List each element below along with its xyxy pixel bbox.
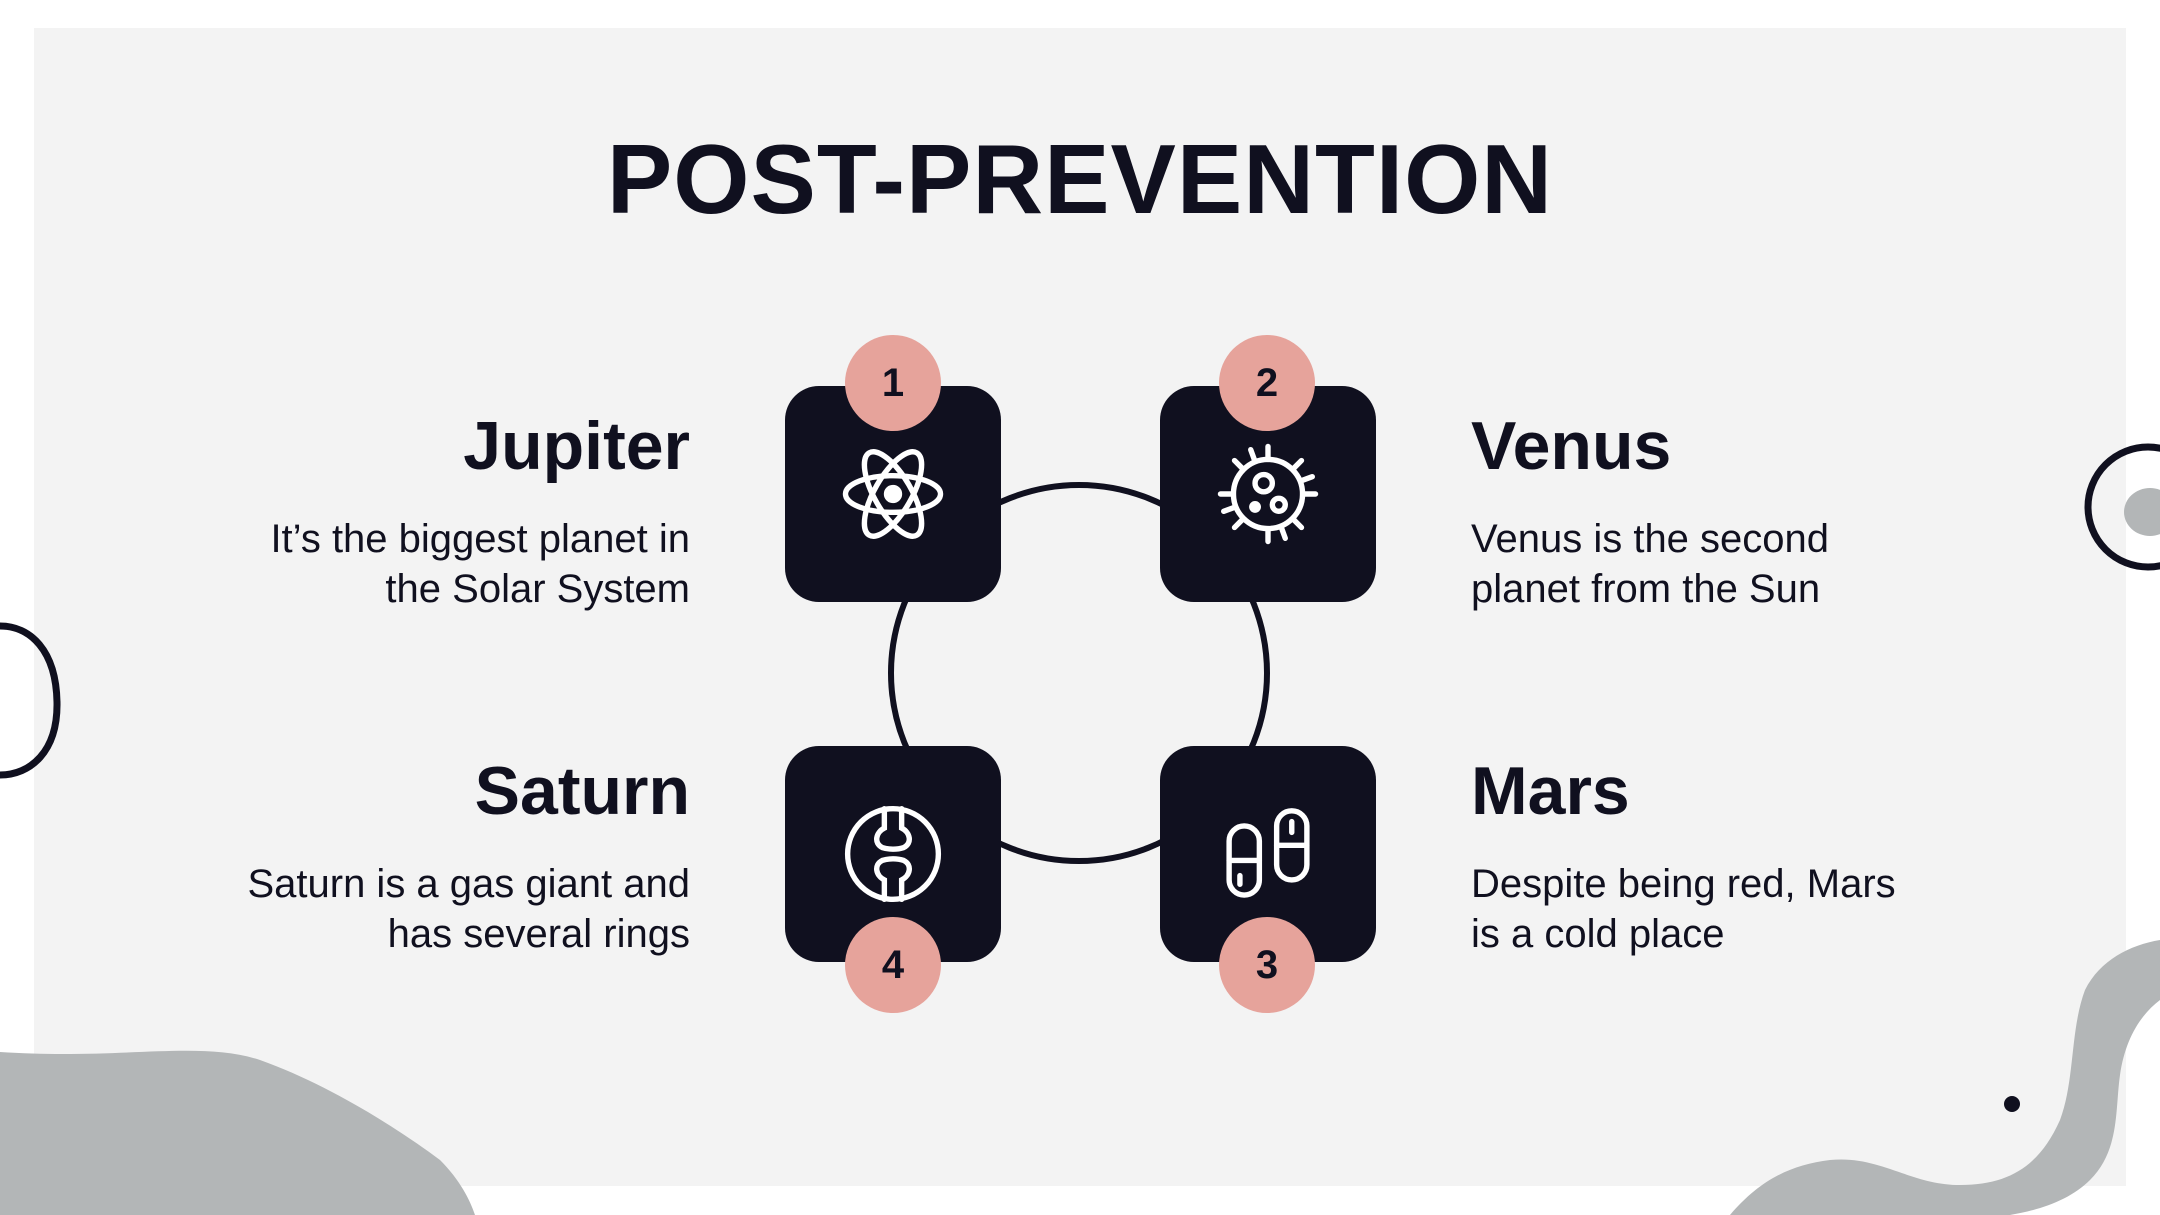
page-title: POST-PREVENTION [606,124,1554,234]
item-desc-saturn: Saturn is a gas giant and has several ri… [170,859,690,959]
item-desc-line-1: Despite being red, Mars [1471,862,1896,906]
step-badge-4: 4 [845,917,941,1013]
item-title-venus: Venus [1471,408,1672,484]
outline-circle-right [2084,443,2160,571]
gray-dot-right [2124,488,2160,536]
atom-icon [842,449,944,539]
item-desc-line-2: the Solar System [385,567,690,611]
gray-blob-bottom-left [0,1050,475,1215]
step-badge-1: 1 [845,335,941,431]
item-desc-line-1: Venus is the second [1471,517,1830,561]
outline-arc-left [0,622,61,779]
item-desc-line-1: It’s the biggest planet in [270,517,690,561]
small-dot [2004,1096,2020,1112]
pills-icon [1226,808,1310,898]
item-saturn: Saturn Saturn is a gas giant and has sev… [170,757,690,959]
item-desc-line-2: has several rings [387,912,690,956]
item-desc-venus: Venus is the second planet from the Sun [1471,514,1991,614]
item-venus: Venus Venus is the second planet from th… [1471,412,1991,614]
connector-ring [888,482,1270,864]
step-badge-2: 2 [1219,335,1315,431]
item-desc-mars: Despite being red, Mars is a cold place [1471,859,1991,959]
item-desc-line-2: planet from the Sun [1471,567,1821,611]
item-title-jupiter: Jupiter [463,408,690,484]
item-title-saturn: Saturn [474,753,690,829]
item-jupiter: Jupiter It’s the biggest planet in the S… [170,412,690,614]
item-desc-line-1: Saturn is a gas giant and [247,862,690,906]
slide-background [34,28,2126,1186]
item-desc-line-2: is a cold place [1471,912,1725,956]
icon-card-2 [1160,386,1376,602]
step-badge-3: 3 [1219,917,1315,1013]
virus-cell-icon [1217,443,1319,545]
item-mars: Mars Despite being red, Mars is a cold p… [1471,757,1991,959]
item-desc-jupiter: It’s the biggest planet in the Solar Sys… [170,514,690,614]
gray-wave-bottom-right [1730,940,2160,1215]
joint-bone-icon [844,805,942,903]
item-title-mars: Mars [1471,753,1630,829]
